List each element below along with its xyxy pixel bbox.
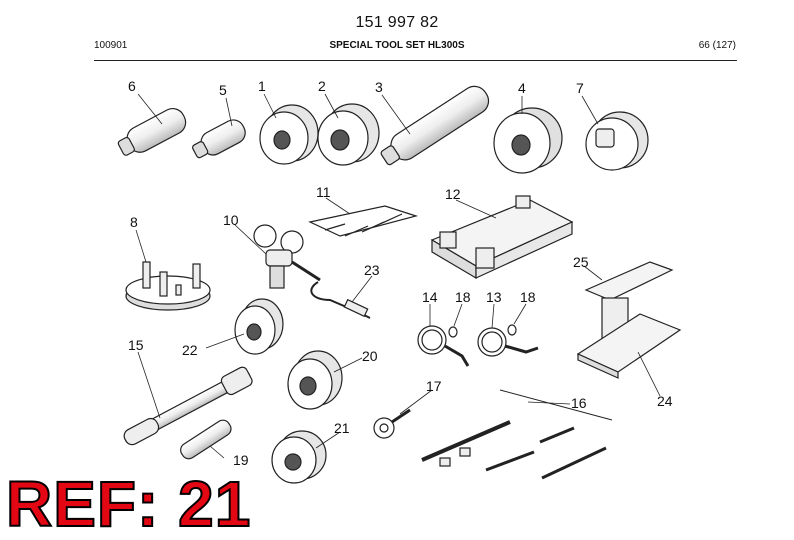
callout-15: 15 bbox=[128, 337, 144, 353]
part-22 bbox=[234, 298, 284, 355]
callout-7: 7 bbox=[576, 80, 584, 96]
part-11 bbox=[308, 205, 419, 237]
part-15 bbox=[123, 366, 253, 446]
part-3 bbox=[380, 85, 490, 166]
part-20 bbox=[287, 350, 343, 410]
part-5 bbox=[192, 119, 246, 159]
callout-6: 6 bbox=[128, 78, 136, 94]
part-4 bbox=[493, 107, 563, 174]
part-23 bbox=[310, 281, 371, 319]
callout-labels: 6 5 1 2 3 4 7 11 12 8 10 23 25 14 18 13 … bbox=[128, 78, 673, 468]
callout-25: 25 bbox=[573, 254, 589, 270]
callout-24: 24 bbox=[657, 393, 673, 409]
document-title: SPECIAL TOOL SET HL300S bbox=[329, 40, 465, 51]
callout-18: 18 bbox=[455, 289, 471, 305]
callout-23: 23 bbox=[364, 262, 380, 278]
part-2 bbox=[317, 103, 380, 166]
part-1 bbox=[259, 104, 319, 165]
header-rule bbox=[94, 60, 737, 61]
part-7 bbox=[585, 111, 649, 171]
part-19 bbox=[180, 419, 232, 460]
part-18 bbox=[448, 324, 517, 338]
callout-2: 2 bbox=[318, 78, 326, 94]
callout-5: 5 bbox=[219, 82, 227, 98]
leader-lines bbox=[135, 93, 661, 459]
part-12 bbox=[430, 195, 574, 280]
part-24 bbox=[576, 313, 682, 379]
callout-20: 20 bbox=[362, 348, 378, 364]
part-17 bbox=[373, 408, 411, 439]
callout-11: 11 bbox=[316, 184, 331, 200]
part-10 bbox=[253, 224, 321, 289]
callout-4: 4 bbox=[518, 80, 526, 96]
part-6 bbox=[117, 108, 187, 156]
part-14 bbox=[417, 325, 470, 367]
callout-18b: 18 bbox=[520, 289, 536, 305]
callout-10: 10 bbox=[223, 212, 239, 228]
callout-19: 19 bbox=[233, 452, 249, 468]
part-8 bbox=[125, 261, 211, 311]
part-13 bbox=[477, 327, 539, 357]
page-number: 66 (127) bbox=[698, 40, 736, 51]
document-code: 100901 bbox=[94, 40, 128, 51]
callout-8: 8 bbox=[130, 214, 138, 230]
callout-21: 21 bbox=[334, 420, 350, 436]
reference-label: REF: 21 bbox=[5, 468, 252, 540]
callout-17: 17 bbox=[426, 378, 442, 394]
callout-22: 22 bbox=[182, 342, 198, 358]
callout-13: 13 bbox=[486, 289, 502, 305]
part-16 bbox=[421, 389, 613, 480]
callout-12: 12 bbox=[445, 186, 461, 202]
callout-14: 14 bbox=[422, 289, 438, 305]
callout-1: 1 bbox=[258, 78, 266, 94]
part-21 bbox=[271, 430, 327, 484]
callout-3: 3 bbox=[375, 79, 383, 95]
callout-16: 16 bbox=[571, 395, 587, 411]
document-number: 151 997 82 bbox=[355, 14, 439, 31]
